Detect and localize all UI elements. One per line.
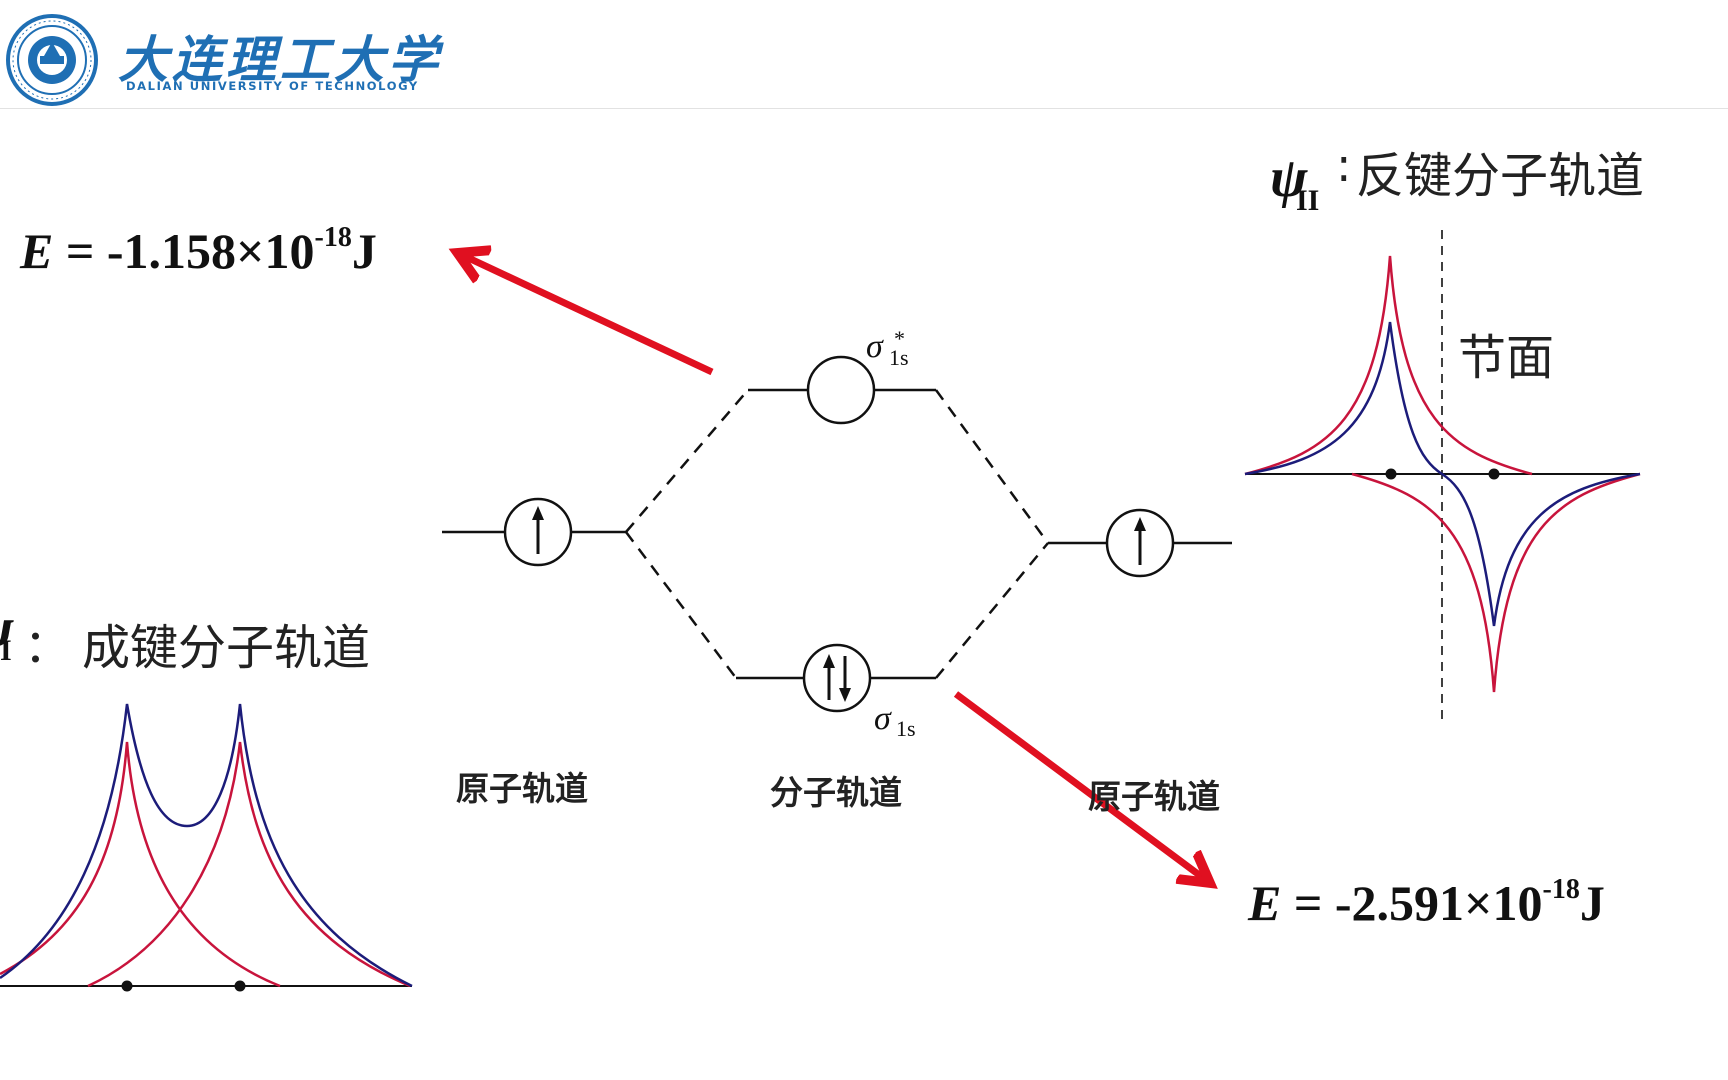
university-seal-icon xyxy=(6,14,98,106)
bonding-energy-arrow xyxy=(953,691,1206,880)
bonding-orbital xyxy=(736,643,936,713)
molecular-orbital-label: 分子轨道 xyxy=(770,773,902,812)
psi-ii-subscript: II xyxy=(1296,184,1320,217)
sigma-star-symbol: σ xyxy=(866,328,883,365)
right-atomic-orbital xyxy=(1048,508,1232,578)
left-atomic-orbital-label: 原子轨道 xyxy=(456,769,588,808)
slide-header: 大连理工大学 DALIAN UNIVERSITY OF TECHNOLOGY xyxy=(0,0,1728,109)
psi-i-colon: ： xyxy=(24,619,70,673)
antibonding-orbital-title: 反键分子轨道 xyxy=(1356,148,1645,204)
sigma-star-superscript: * xyxy=(894,326,905,351)
sigma-symbol: σ xyxy=(874,700,891,737)
correlation-lines xyxy=(625,389,1050,679)
psi-i-symbol: ψ xyxy=(0,596,13,660)
psi-i-subscript: I xyxy=(0,634,12,667)
logo-chinese-name: 大连理工大学 xyxy=(118,30,442,89)
psi-ii-symbol: ψ xyxy=(1270,147,1308,209)
antibonding-orbital xyxy=(748,355,936,425)
bonding-orbital-title: 成键分子轨道 xyxy=(82,620,371,676)
right-atomic-orbital-label: 原子轨道 xyxy=(1088,777,1220,816)
psi-ii-colon: : xyxy=(1336,138,1352,192)
bonding-wavefunction-plot xyxy=(0,703,413,992)
left-atomic-orbital xyxy=(442,497,626,567)
bonding-energy-label: E = -2.591×10-18J xyxy=(1248,874,1605,931)
antibonding-energy-arrow xyxy=(462,255,714,376)
sigma-star-subscript: 1s xyxy=(889,345,909,370)
antibonding-wavefunction-plot xyxy=(1244,230,1641,720)
nodal-plane-label: 节面 xyxy=(1458,330,1555,386)
sigma-subscript: 1s xyxy=(896,716,916,741)
logo-english-name: DALIAN UNIVERSITY OF TECHNOLOGY xyxy=(126,79,419,93)
antibonding-energy-label: E = -1.158×10-18J xyxy=(20,222,377,279)
